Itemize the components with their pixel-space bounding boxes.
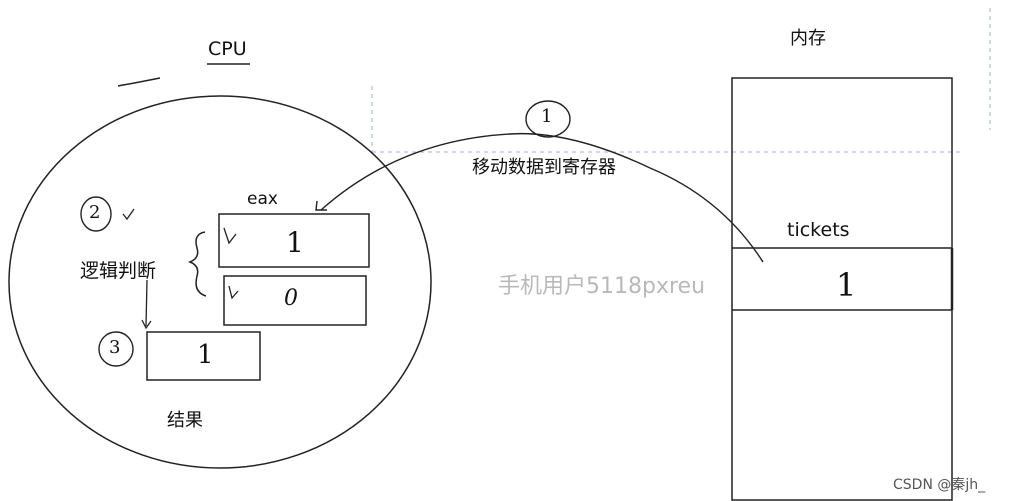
- hook-mark: [223, 227, 237, 245]
- move-data-label: 移动数据到寄存器: [472, 157, 616, 178]
- eax-value: 1: [286, 226, 304, 259]
- step-2-circle: [80, 196, 112, 232]
- credit-text: CSDN @秦jh_: [893, 477, 986, 493]
- move-data-arrowhead: [315, 200, 327, 211]
- eax-register-box: [218, 213, 370, 268]
- compare-box: [223, 275, 367, 326]
- hook-mark: [228, 285, 239, 300]
- cpu-title: CPU: [208, 38, 247, 60]
- tickets-value: 1: [836, 266, 857, 304]
- logic-to-result-line: [145, 279, 148, 327]
- move-data-arc: [320, 132, 764, 263]
- dashed-guides: [371, 8, 991, 153]
- curly-brace: [187, 231, 207, 297]
- stray-stroke: [117, 77, 161, 87]
- memory-title: 内存: [790, 28, 826, 49]
- step-1-circle: [525, 100, 571, 138]
- result-label: 结果: [167, 410, 203, 431]
- tickets-label: tickets: [787, 219, 850, 241]
- step-1-number: 1: [541, 106, 553, 127]
- cpu-circle: [8, 95, 432, 469]
- result-value: 1: [197, 340, 214, 370]
- logic-label: 逻辑判断: [80, 260, 157, 282]
- step-3-circle: [98, 331, 134, 367]
- step-3-number: 3: [109, 337, 121, 358]
- check-mark: [122, 208, 135, 221]
- result-box: [146, 331, 261, 381]
- eax-label: eax: [247, 189, 278, 209]
- compare-value: 0: [284, 286, 298, 311]
- logic-to-result-arrowhead: [141, 319, 152, 330]
- step-2-number: 2: [89, 202, 101, 223]
- watermark-text: 手机用户5118pxreu: [498, 274, 706, 299]
